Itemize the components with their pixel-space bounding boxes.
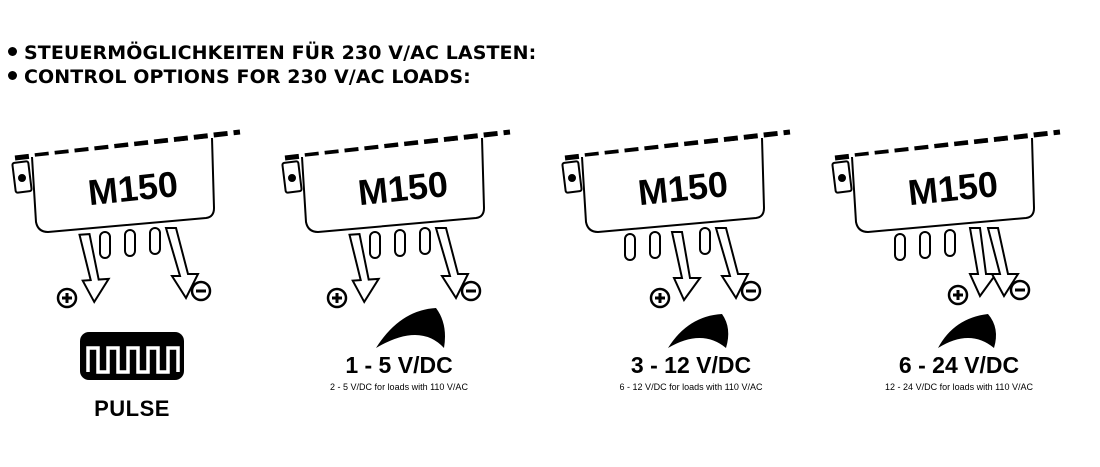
plus-circle-icon [649,287,671,309]
bullet-icon [8,71,17,80]
arrow-plus [670,231,702,302]
module-3-12v: M150 3 - 12 V/DC 6 - 12 V/DC for loads w… [550,110,800,440]
voltage-range: 3 - 12 V/DC [630,352,752,378]
module-pulse: M150 PULSE [0,110,250,440]
arrow-minus [986,227,1020,298]
module-body [11,129,241,234]
module-drawing: M150 [11,129,241,380]
module-model-label: M150 [356,163,450,213]
heading-german: STEUERMÖGLICHKEITEN FÜR 230 V/AC LASTEN: [8,42,536,64]
heading-english-text: CONTROL OPTIONS FOR 230 V/AC LOADS: [24,66,471,88]
module-body [561,129,791,234]
minus-circle-icon [740,280,762,302]
module-model-label: M150 [906,163,1000,213]
module-drawing: M150 [561,129,791,348]
ramp-curve-icon [376,308,445,348]
module-model-label: M150 [636,163,730,213]
minus-circle-icon [1009,279,1031,301]
module-drawing: M150 [281,129,511,348]
module-1-5v: M150 1 - 5 V/DC 2 - 5 V/DC for loads wit… [270,110,520,440]
connector-pins [369,227,431,259]
bullet-icon [8,47,17,56]
range-note: 6 - 12 V/DC for loads with 110 V/AC [619,382,763,392]
ramp-curve-icon [668,314,729,348]
plus-circle-icon [56,287,78,309]
connector-pins [99,227,161,259]
range-note: 12 - 24 V/DC for loads with 110 V/AC [885,382,1033,392]
ramp-curve-icon [938,314,996,348]
module-6-24v: M150 6 - 24 V/DC 12 - 24 V/DC for loads … [820,110,1070,440]
arrow-plus [78,233,111,304]
module-drawing: M150 [831,129,1061,348]
module-body [831,129,1061,234]
connector-pins [624,227,711,261]
square-wave-icon [80,332,184,380]
heading-english: CONTROL OPTIONS FOR 230 V/AC LOADS: [8,66,471,88]
arrow-plus [348,233,381,304]
arrow-minus [164,227,200,301]
minus-circle-icon [190,280,212,302]
plus-circle-icon [947,284,969,306]
minus-circle-icon [460,280,482,302]
pulse-label: PULSE [94,396,170,421]
connector-pins [894,229,956,261]
heading-german-text: STEUERMÖGLICHKEITEN FÜR 230 V/AC LASTEN: [24,42,537,64]
range-note: 2 - 5 V/DC for loads with 110 V/AC [330,382,468,392]
arrow-minus [434,227,470,301]
module-body [281,129,511,234]
voltage-range: 1 - 5 V/DC [345,352,453,378]
voltage-range: 6 - 24 V/DC [898,352,1020,378]
plus-circle-icon [326,287,348,309]
module-model-label: M150 [86,163,180,213]
arrow-plus [968,227,998,298]
arrow-minus [714,227,750,301]
